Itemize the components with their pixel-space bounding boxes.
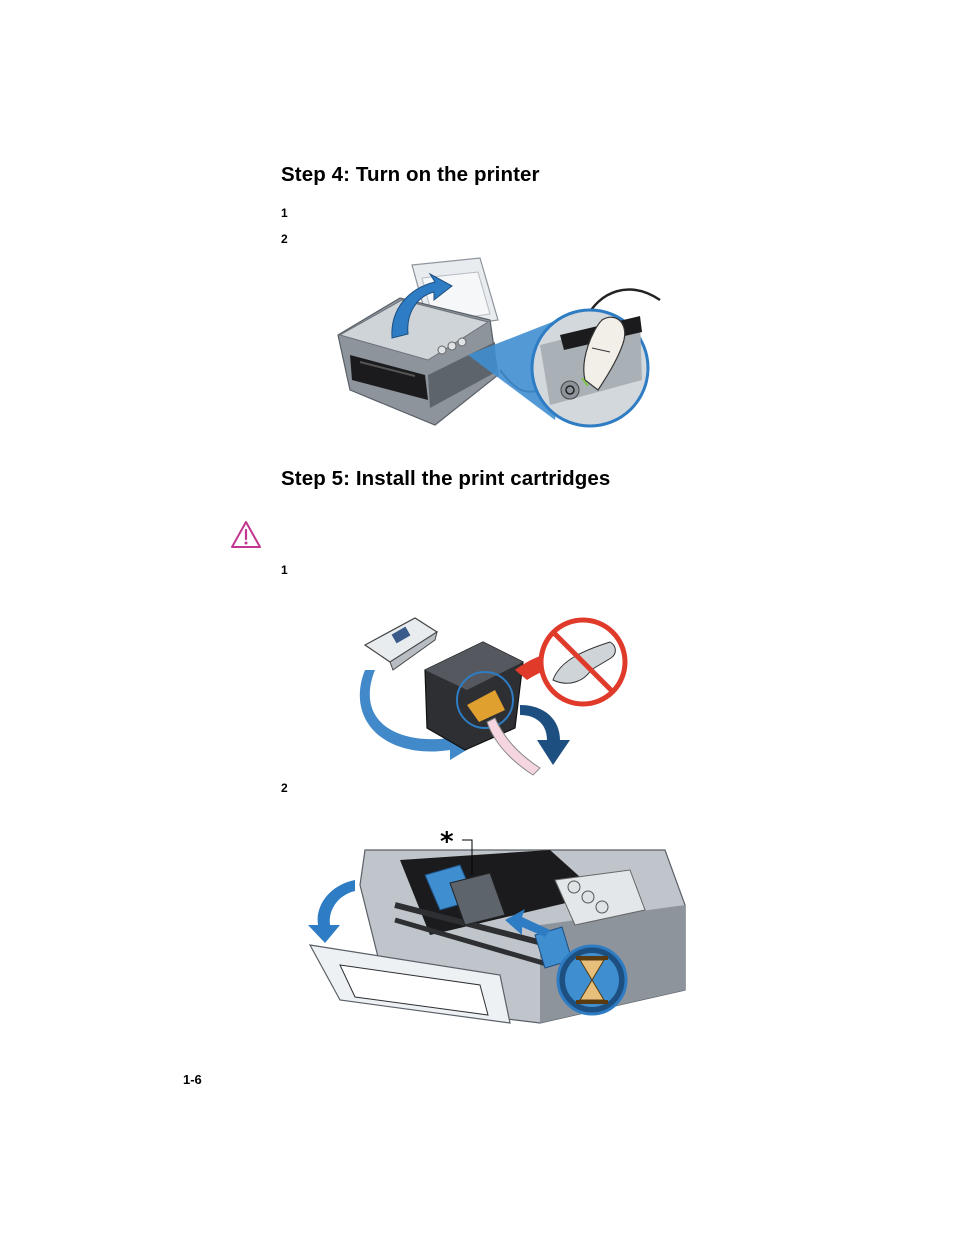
insert-cartridges-illustration: * xyxy=(308,827,686,1024)
step4-heading: Step 4: Turn on the printer xyxy=(281,163,540,186)
step5-heading: Step 5: Install the print cartridges xyxy=(281,467,611,490)
page-number: 1-6 xyxy=(183,1072,202,1087)
step5-item-2-number: 2 xyxy=(281,781,288,795)
remove-cartridge-tape-illustration xyxy=(359,617,628,776)
step4-item-1-number: 1 xyxy=(281,206,288,220)
step5-item-1-number: 1 xyxy=(281,563,288,577)
step4-item-2-number: 2 xyxy=(281,232,288,246)
callout-asterisk: * xyxy=(440,827,454,857)
printer-power-on-illustration xyxy=(337,257,661,428)
caution-triangle-icon xyxy=(231,521,261,548)
